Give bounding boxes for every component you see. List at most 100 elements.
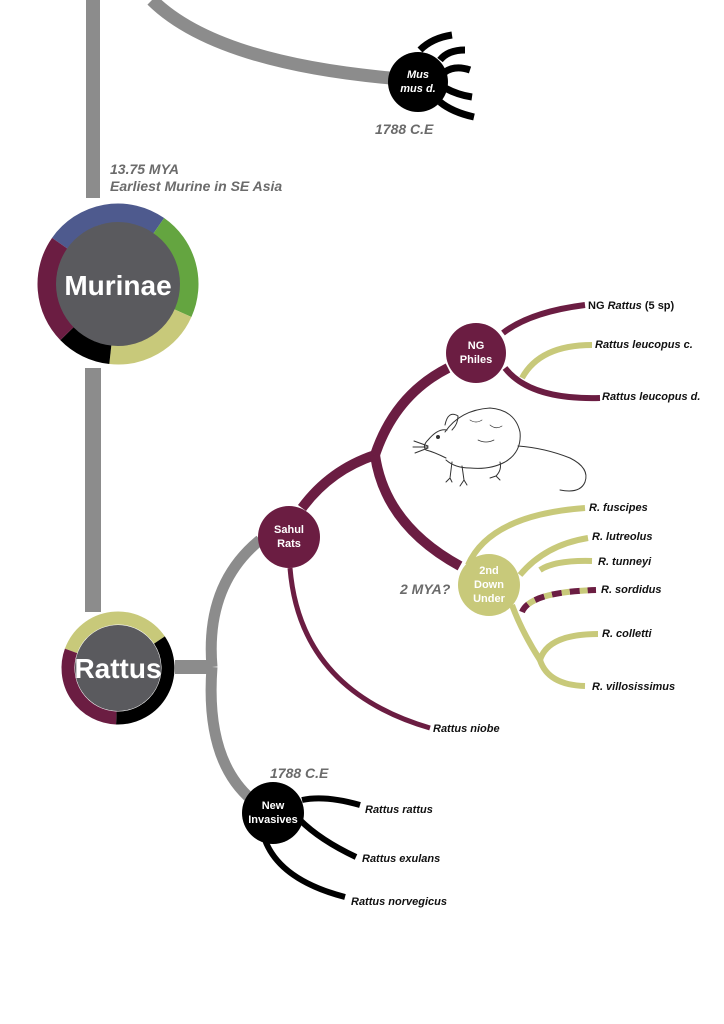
sahul-circle [258,506,320,568]
grey-branches [85,0,391,805]
invasives-label-1: New [262,800,285,812]
branch-leucopus-c [519,342,593,380]
downunder-circle [458,554,520,616]
murinae-ring-segment-blue [52,203,165,250]
tip-ng-prefix: NG [588,300,608,312]
mus-tip-1 [417,31,453,53]
maroon-branches [287,302,601,731]
mus-date: 1788 C.E [375,121,434,137]
tip-lutreolus: R. lutreolus [592,531,653,543]
murinae-mya: 13.75 MYA [110,161,179,177]
branch-to-mus [147,0,391,85]
sahul-label-1: Sahul [274,524,304,536]
rattus-ring [61,611,175,725]
branch-to-sahul [205,535,264,668]
rat-head [423,429,448,459]
sahul-node: Sahul Rats [258,506,320,568]
branch-to-niobe [287,567,431,731]
downunder-node: 2nd Down Under [458,554,520,616]
murinae-ring [37,203,199,365]
tip-niobe: Rattus niobe [433,723,500,735]
rat-front-leg [445,461,453,483]
mus-tip-5 [437,99,475,121]
rattus-ring-segment-maroon [61,648,117,725]
branch-colletti [537,631,599,662]
tip-leucopus-d: Rattus leucopus d. [602,391,700,403]
mus-tip-3 [442,64,472,75]
ngphiles-node: NG Philes [446,323,506,383]
tip-ng-suffix: (5 sp) [642,300,675,312]
rattus-ring-segment-black [116,636,175,725]
branch-villosissimus [537,658,586,689]
branch-to-downunder [370,454,463,571]
rat-whiskers [412,440,429,454]
rat-fur [469,419,503,443]
murinae-note: Earliest Murine in SE Asia [110,178,282,194]
ngphiles-circle [446,323,506,383]
branch-sordidus [519,587,597,614]
branch-exulans [297,817,358,860]
branch-ng-rattus [501,302,586,336]
branch-norvegicus [262,838,346,900]
murinae-ring-segment-khaki [109,308,192,365]
tip-ng-rattus: NG Rattus (5 sp) [588,300,675,312]
branch-rattus-rattus [301,795,361,808]
khaki-branches [465,342,599,689]
tip-villosissimus: R. villosissimus [592,681,675,693]
branch-sahul-up [297,450,377,512]
invasives-node: New Invasives [242,782,304,844]
murinae-ring-segment-green [152,218,199,317]
rat-ear [444,413,459,431]
tip-ng-italic: Rattus [608,300,642,312]
tip-leucopus-c: Rattus leucopus c. [595,339,693,351]
rat-hind-leg [489,461,501,481]
mus-label-2: mus d. [400,83,435,95]
tip-colletti: R. colletti [602,628,652,640]
tip-norvegicus: Rattus norvegicus [351,896,447,908]
rat-drawing [412,407,587,492]
branch-leucopus-d [502,366,601,402]
black-branches [262,31,475,900]
mus-circle [388,52,448,112]
rattus-ring-segment-khaki [64,611,165,654]
mus-tip-2 [437,46,466,63]
murinae-ring-segment-black [60,326,112,365]
branch-sordidus-khaki [519,587,597,614]
rattus-node: Rattus [61,611,175,725]
rat-tail [517,445,587,492]
branch-colletti-villo [509,603,543,662]
murinae-core [56,222,180,346]
branch-fuscipes [465,505,586,567]
downunder-label-1: 2nd [479,565,499,577]
mus-label-1: Mus [407,69,429,81]
sahul-label-2: Rats [277,538,301,550]
murinae-label: Murinae [64,270,171,301]
downunder-label-2: Down [474,579,504,591]
downunder-label-3: Under [473,593,506,605]
branch-to-invasives [205,666,256,805]
tip-rattus-rattus: Rattus rattus [365,804,433,816]
tip-fuscipes: R. fuscipes [589,502,648,514]
branch-lutreolus [517,535,589,577]
mus-node: Mus mus d. [388,52,448,112]
rat-eye [436,435,440,439]
murinae-node: Murinae [37,203,199,365]
branch-tunneyi [538,557,593,573]
rat-body [444,407,521,469]
tip-exulans: Rattus exulans [362,853,440,865]
downunder-date: 2 MYA? [399,581,451,597]
mus-tip-4 [443,84,473,101]
rattus-core [75,625,161,711]
tip-tunneyi: R. tunneyi [598,556,652,568]
invasives-label-2: Invasives [248,814,298,826]
branch-to-ngphiles [370,363,451,457]
invasives-circle [242,782,304,844]
invasion-date: 1788 C.E [270,765,329,781]
ngphiles-label-2: Philes [460,354,492,366]
murinae-ring-segment-maroon [37,237,75,341]
rat-front-leg-2 [459,465,468,487]
ngphiles-label-1: NG [468,340,485,352]
rattus-label: Rattus [74,653,161,684]
tip-sordidus: R. sordidus [601,584,662,596]
